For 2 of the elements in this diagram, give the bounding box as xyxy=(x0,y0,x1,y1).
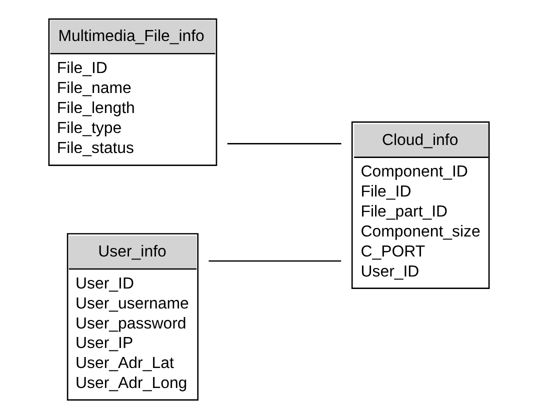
connector xyxy=(208,260,341,262)
connector xyxy=(226,143,341,144)
